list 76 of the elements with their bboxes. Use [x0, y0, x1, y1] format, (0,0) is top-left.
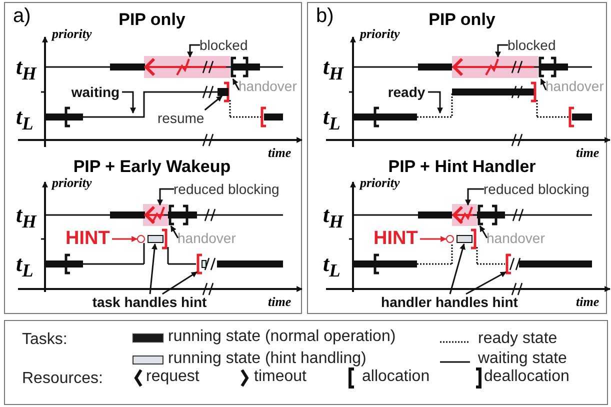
leader-arrow — [428, 90, 442, 114]
leader-arrow — [448, 242, 465, 294]
annotation-text: reduced blocking — [484, 180, 602, 196]
task-label: t$_{H}$ — [323, 55, 344, 86]
annotation-text: blocked — [200, 36, 254, 52]
leader-arrow — [162, 270, 197, 294]
legend-text: allocation — [362, 368, 430, 386]
axis-title: time — [576, 145, 600, 161]
leader-arrow — [420, 236, 446, 242]
annotation-text: handover — [238, 78, 300, 94]
allocation-bracket — [477, 204, 482, 225]
annotation-text: handover — [546, 78, 606, 94]
leader-arrow — [156, 188, 174, 206]
hint-label: HINT — [66, 228, 112, 248]
leader-arrow — [464, 188, 484, 206]
legend-text: deallocation — [484, 368, 570, 386]
legend-text: waiting state — [478, 350, 567, 368]
task-label: t$_{L}$ — [323, 105, 340, 136]
subplot-title: PIP + Hint Handler — [387, 157, 537, 177]
axis-title: time — [268, 294, 292, 310]
task-label: t$_{L}$ — [16, 252, 34, 282]
annotation-text: reduced blocking — [174, 180, 292, 196]
legend-text: ready state — [478, 330, 558, 348]
annotation-text: task handles hint — [88, 294, 212, 310]
leader-arrow — [540, 78, 546, 90]
legend-heading: Tasks: — [22, 332, 68, 348]
legend-text: timeout — [254, 368, 306, 386]
allocation-bracket — [196, 253, 202, 274]
annotation-text: blocked — [508, 36, 562, 52]
hint-label: HINT — [374, 228, 420, 248]
leader-arrow — [148, 242, 157, 294]
annotation-text: ready — [386, 84, 428, 100]
task-label: t$_{L}$ — [16, 105, 34, 136]
allocation-bracket — [168, 204, 174, 225]
axis-title: time — [576, 294, 600, 310]
subplot-title: PIP only — [428, 10, 496, 30]
legend-text: running state (hint handling) — [168, 350, 366, 368]
axis-title: priority — [52, 175, 92, 191]
leader-arrow — [122, 90, 136, 114]
panel-frame — [4, 2, 302, 314]
allocation-bracket — [230, 56, 236, 77]
task-bar — [217, 88, 228, 96]
subplot-title: PIP only — [118, 10, 186, 30]
annotation-text: waiting — [70, 84, 122, 100]
legend-text: running state (normal operation) — [168, 328, 396, 346]
hint-circle — [136, 234, 144, 242]
leader-arrow — [186, 44, 200, 58]
task-label: t$_{H}$ — [16, 203, 36, 234]
legend-text: request — [146, 368, 200, 386]
leader-arrow — [478, 224, 488, 238]
panel-letter: b) — [316, 5, 334, 27]
leader-arrow — [170, 224, 178, 238]
task-bar — [147, 234, 163, 242]
axis-title: priority — [360, 175, 400, 191]
leader-arrow — [465, 270, 506, 294]
legend-heading: Resources: — [22, 371, 103, 387]
axis-title: priority — [360, 26, 400, 42]
allocation-bracket — [538, 56, 544, 77]
task-label: t$_{L}$ — [323, 252, 340, 282]
task-label: t$_{H}$ — [323, 203, 344, 234]
allocation-bracket — [505, 253, 510, 274]
leader-arrow — [232, 78, 240, 90]
hint-circle — [446, 234, 454, 242]
leader-arrow — [494, 44, 508, 58]
panel-letter: a) — [13, 5, 31, 27]
annotation-text: handover — [178, 230, 238, 246]
leader-arrow — [112, 236, 138, 242]
axis-title: priority — [52, 26, 92, 42]
annotation-text: handler handles hint — [370, 294, 530, 310]
subplot-title: PIP + Early Wakeup — [72, 157, 232, 177]
annotation-text: resume — [158, 110, 210, 126]
task-bar — [456, 234, 472, 242]
axis-title: time — [268, 145, 292, 161]
leader-arrow — [204, 94, 222, 110]
task-label: t$_{H}$ — [16, 55, 36, 86]
annotation-text: handover — [486, 230, 546, 246]
